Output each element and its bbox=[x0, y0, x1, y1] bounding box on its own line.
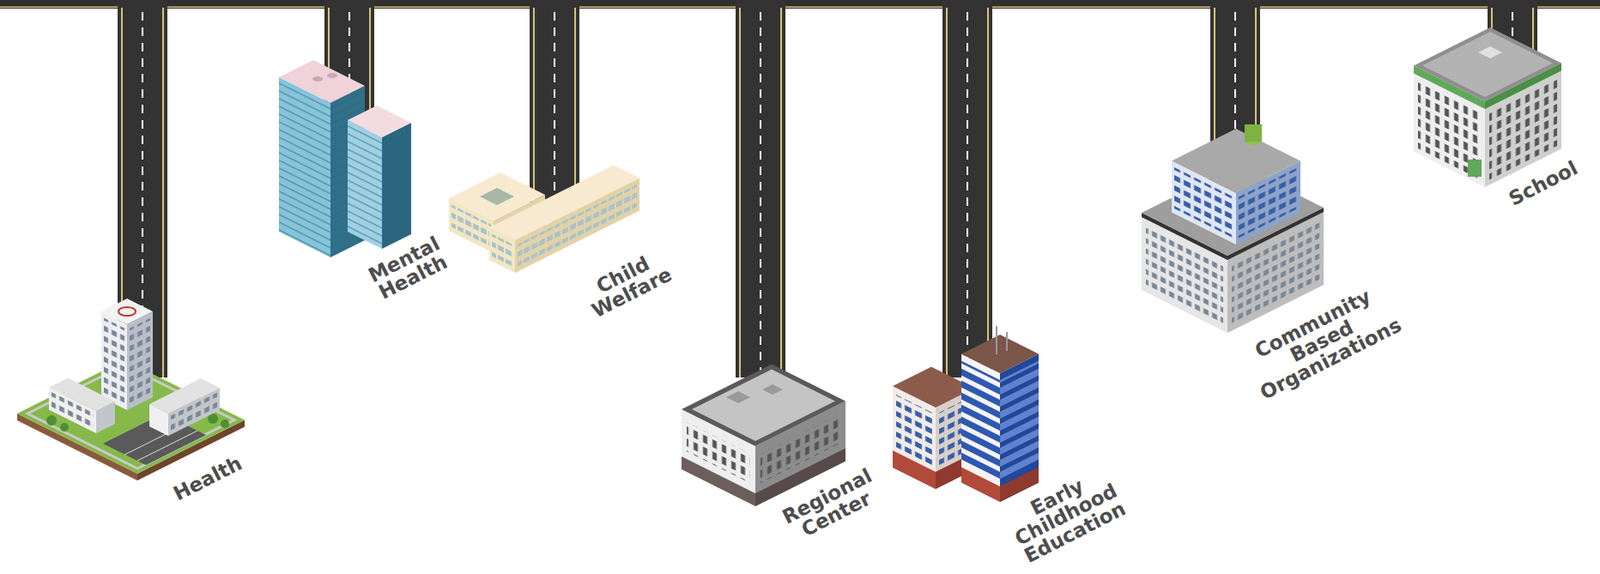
hospital-building bbox=[17, 298, 245, 481]
building-label: Child Welfare bbox=[580, 247, 675, 322]
office-building bbox=[448, 165, 640, 274]
building-label: Early Childhood Education bbox=[1002, 463, 1129, 567]
building-label: Mental Health bbox=[365, 233, 452, 304]
building-label: Regional Center bbox=[779, 466, 885, 546]
glass-tower bbox=[278, 60, 412, 258]
building-label: School bbox=[1505, 157, 1581, 210]
school-tower bbox=[892, 326, 1039, 503]
building-label: Community Based Organizations bbox=[1239, 279, 1405, 404]
regional-building bbox=[681, 364, 846, 508]
school-building bbox=[1413, 27, 1562, 188]
building-label: Health bbox=[170, 453, 246, 504]
community-building bbox=[1141, 124, 1324, 334]
